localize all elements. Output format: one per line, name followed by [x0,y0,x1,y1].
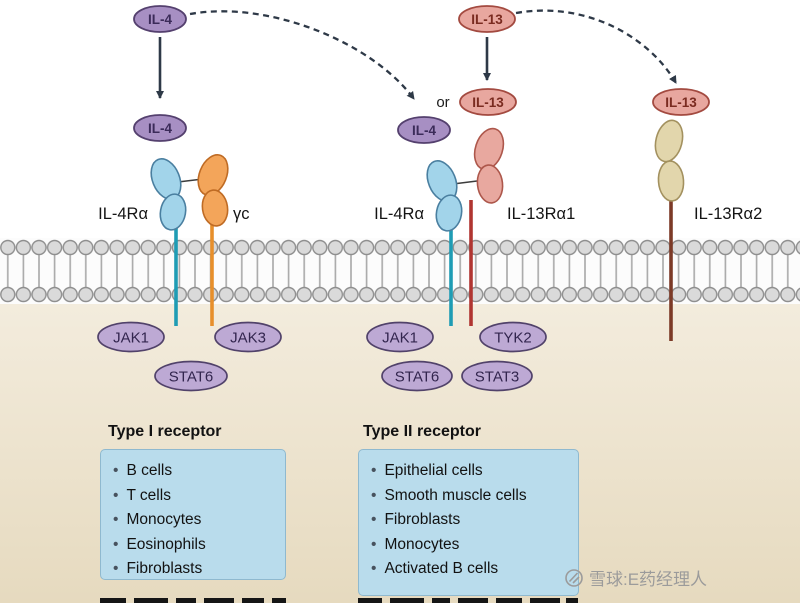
type2-jak1-oval [366,321,434,353]
type1-il4ra-domain-bottom [159,193,187,231]
type2-stat6-label: STAT6 [395,369,439,386]
type1-box-title: Type I receptor [108,423,222,440]
type2-stat6-oval [381,360,453,392]
il13-source-oval [458,5,516,33]
il4-bound-type2-label: IL-4 [412,123,436,138]
type2-tyk2-label: TYK2 [494,330,532,347]
cell-type-item: Activated B cells [371,557,568,582]
type2-box-title: Type II receptor [363,423,481,440]
decoy-il13ra2-domain-top [654,119,684,163]
type1-receptor: IL-4Rα γc [98,154,250,231]
or-label: or [436,94,449,111]
il4-bound-type2-oval [397,116,451,144]
cell-type-item: Monocytes [113,508,275,533]
watermark: 雪球:E药经理人 [564,565,707,590]
type1-jak1-label: JAK1 [113,330,149,347]
type1-cell-types-list: B cells T cells Monocytes Eosinophils Fi… [113,459,275,582]
il13-source-label: IL-13 [471,12,503,27]
arrows [156,9,677,100]
type1-il4ra-label: IL-4Rα [98,205,148,223]
type1-cell-types-box: B cells T cells Monocytes Eosinophils Fi… [100,449,286,580]
type2-il13ra1-domain-bottom [476,164,504,204]
type2-stat3-oval [461,360,533,392]
cell-type-item: Eosinophils [113,533,275,558]
decoy-receptor: IL-13Rα2 [654,119,762,223]
decoy-il13ra2-label: IL-13Rα2 [694,205,762,223]
type2-jak1-label: JAK1 [382,330,418,347]
cropped-text-edge [100,598,578,603]
type2-il13ra1-label: IL-13Rα1 [507,205,575,223]
il4-source-oval [133,5,187,33]
watermark-text: 雪球:E药经理人 [589,570,708,589]
type1-jak1-oval [97,321,165,353]
il4-bound-type1-label: IL-4 [148,121,172,136]
il13-bound-type2-oval [459,88,517,116]
xueqiu-logo-icon [565,568,583,587]
il4-to-type2-dashed-arrow [189,10,415,100]
il4-bound-type1-oval [133,114,187,142]
type2-receptor: IL-4Rα IL-13Rα1 [374,127,575,232]
decoy-il13ra2-domain-bottom [657,160,685,202]
type1-jak3-label: JAK3 [230,330,266,347]
il4-source-label: IL-4 [148,12,172,27]
il13-bound-decoy-label: IL-13 [665,95,697,110]
cell-type-item: Smooth muscle cells [371,484,568,509]
type1-stat6-oval [154,360,228,392]
extracellular-background [0,0,800,240]
type2-cell-types-list: Epithelial cells Smooth muscle cells Fib… [371,459,568,582]
ligands: IL-4 IL-4 IL-13 or IL-13 IL-4 IL-13 [133,5,710,144]
cell-type-item: Fibroblasts [371,508,568,533]
il13-bound-decoy-oval [652,88,710,116]
cell-type-item: B cells [113,459,275,484]
il13-to-decoy-dashed-arrow [515,9,677,84]
signaling-molecules: JAK1 JAK3 STAT6 JAK1 TYK2 STAT6 STAT3 [97,321,547,392]
cell-type-item: Monocytes [371,533,568,558]
type2-tyk2-oval [479,321,547,353]
cell-type-item: Fibroblasts [113,557,275,582]
lipid-bilayer-pattern [0,238,800,304]
type1-stat6-label: STAT6 [169,369,213,386]
receptor-stems [174,196,673,341]
cell-type-item: Epithelial cells [371,459,568,484]
type1-gc-domain-bottom [201,189,229,227]
type1-jak3-oval [214,321,282,353]
il13-bound-type2-label: IL-13 [472,95,504,110]
cell-type-item: T cells [113,484,275,509]
type2-il4ra-domain-bottom [435,194,463,232]
type2-il4ra-label: IL-4Rα [374,205,424,223]
type1-gc-label: γc [233,205,250,223]
type2-stat3-label: STAT3 [475,369,519,386]
type2-cell-types-box: Epithelial cells Smooth muscle cells Fib… [358,449,579,596]
